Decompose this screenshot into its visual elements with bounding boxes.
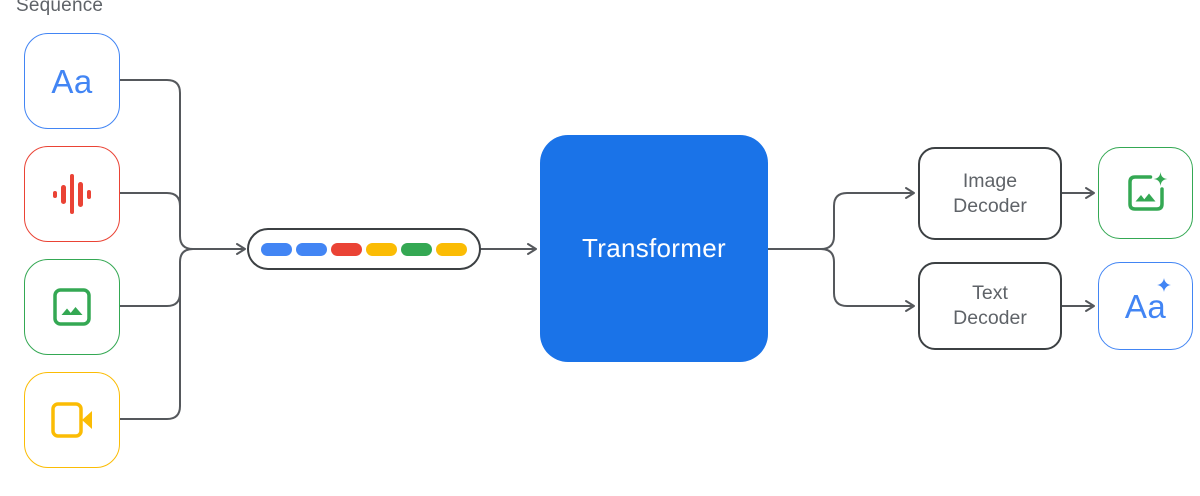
video-camera-icon [51,402,92,438]
token [261,242,292,256]
input-video-box [24,372,120,468]
connector-video-input [117,248,194,420]
connector-image-input [117,292,181,307]
transformer-block: Transformer [540,135,768,362]
image-sparkle-icon [1127,172,1167,211]
arrowhead-image-output [1085,187,1095,199]
text-aa-icon: Aa [51,62,93,100]
output-image-box [1098,147,1193,239]
arrowhead-image-decoder [905,187,915,199]
arrowhead-transformer [527,243,537,255]
input-image-box [24,259,120,355]
sequence-label: Sequence [16,0,104,16]
image-decoder-box: Image Decoder [918,147,1062,240]
token-sequence [247,228,481,270]
token [436,242,467,256]
text-sparkle-icon: Aa [1124,287,1167,325]
image-decoder-label-line2: Decoder [953,194,1027,217]
token [366,242,397,256]
sparkle-icon [1157,277,1172,292]
input-audio-box [24,146,120,242]
audio-waveform-icon [52,172,92,216]
text-decoder-label-line2: Decoder [953,307,1027,329]
arrowhead-text-decoder [905,300,915,312]
connector-audio-input [117,192,181,207]
connector-branch-image-decoder [820,192,912,250]
image-icon [53,288,91,326]
arrowhead-text-output [1085,300,1095,312]
arrowhead-tokens [236,243,246,255]
transformer-label: Transformer [582,233,726,263]
connector-text-input [117,79,194,250]
image-decoder-label-line1: Image [962,169,1018,192]
input-text-box: Aa [24,33,120,129]
token [401,242,432,256]
connector-branch-text-decoder [820,248,912,307]
token [331,242,362,256]
text-decoder-label-line1: Text [972,282,1008,304]
output-text-box: Aa [1098,262,1193,350]
token [296,242,327,256]
text-decoder-box: Text Decoder [918,262,1062,350]
